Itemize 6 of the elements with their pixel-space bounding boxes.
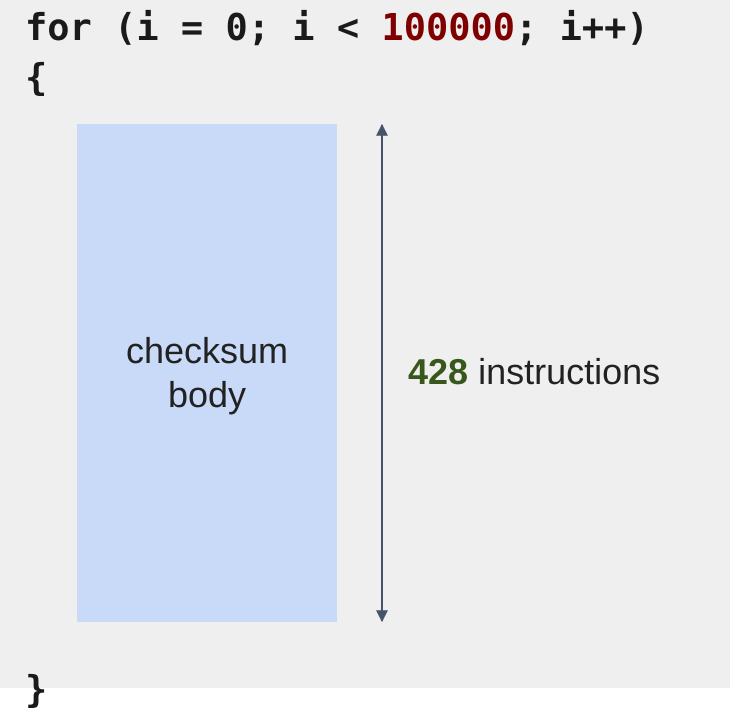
instruction-count-label: 428 instructions [408, 350, 662, 394]
code-line: } [25, 668, 48, 712]
code-block-box [77, 124, 337, 622]
code-line: { [25, 56, 48, 100]
code-line: for (i = 0; i < 100000; i++) [25, 6, 649, 50]
block-label: checksum body [124, 329, 290, 417]
